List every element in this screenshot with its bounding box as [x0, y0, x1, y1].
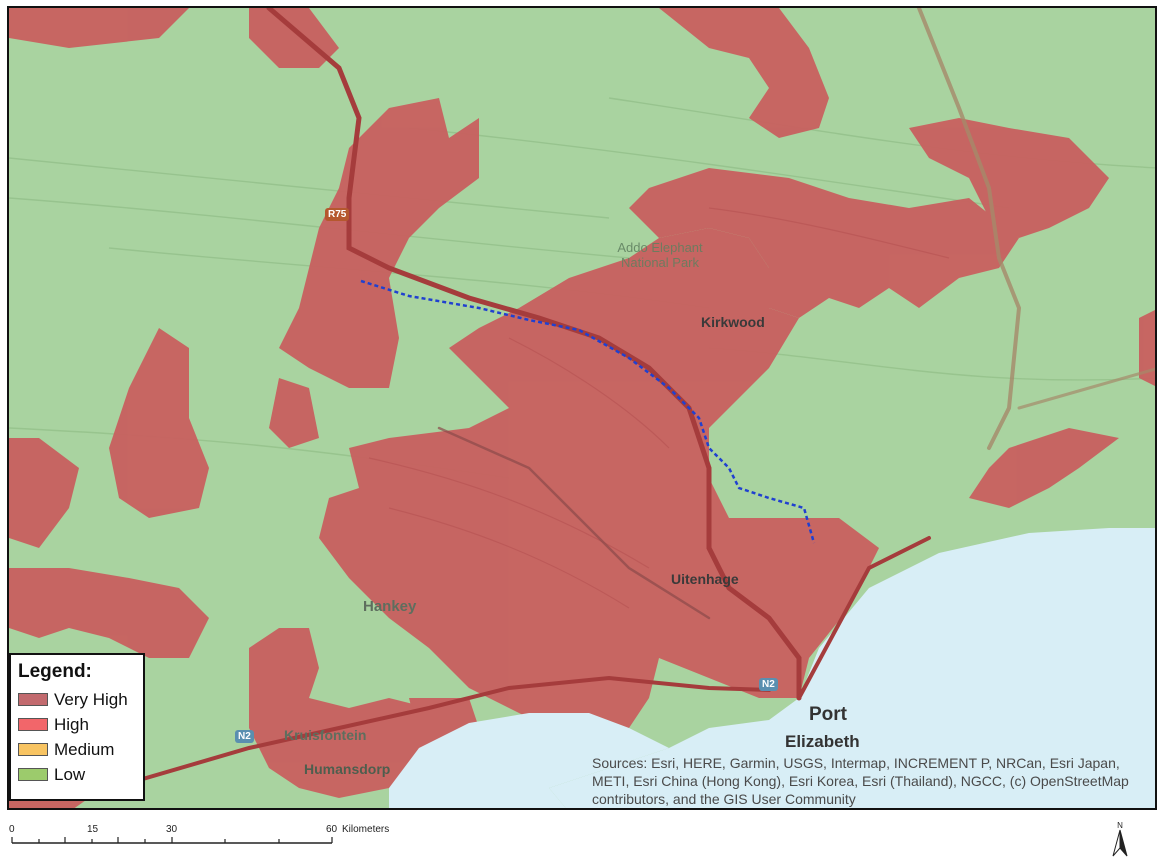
roads: [9, 8, 1155, 788]
legend-swatch: [18, 693, 48, 706]
scale-tick-0: 0: [9, 824, 15, 835]
road-shield-r75: R75: [325, 208, 350, 221]
scale-bar: [11, 837, 333, 844]
place-label-kruisfontein: Kruisfontein: [284, 727, 367, 743]
hillshade: [368, 207, 950, 609]
place-label-humansdorp: Humansdorp: [304, 761, 391, 777]
place-label-kirkwood: Kirkwood: [701, 314, 765, 330]
place-label-uitenhage: Uitenhage: [671, 571, 739, 587]
scale-tick-60: 60: [326, 824, 338, 835]
legend: Legend: Very High High Medium Low: [9, 653, 145, 801]
sea: [549, 528, 1155, 808]
map-frame[interactable]: Kirkwood Uitenhage Hankey Kruisfontein H…: [7, 6, 1157, 810]
legend-label: High: [54, 714, 89, 734]
sources-attribution: Sources: Esri, HERE, Garmin, USGS, Inter…: [592, 755, 1129, 807]
legend-swatch: [18, 743, 48, 756]
legend-title: Legend:: [18, 661, 92, 682]
route-line: [360, 279, 816, 544]
legend-item-very-high: Very High: [18, 687, 136, 712]
north-arrow-icon: N: [1112, 821, 1128, 857]
scale-tick-15: 15: [87, 824, 99, 835]
road-shield-n2-east: N2: [759, 678, 778, 691]
legend-item-low: Low: [18, 762, 136, 787]
north-label: N: [1117, 821, 1123, 830]
place-label-hankey: Hankey: [363, 598, 417, 615]
bay-west: [389, 713, 669, 808]
road-shield-n2-west: N2: [235, 730, 254, 743]
legend-swatch: [18, 768, 48, 781]
legend-item-high: High: [18, 712, 136, 737]
place-label-port: Port: [809, 704, 847, 725]
legend-label: Low: [54, 764, 86, 784]
scale-unit: Kilometers: [342, 824, 390, 835]
park-label-addo: Addo Elephant National Park: [617, 240, 703, 270]
legend-label: Medium: [54, 739, 115, 759]
very-high-risk-zones: [9, 8, 1155, 808]
legend-swatch: [18, 718, 48, 731]
scale-tick-30: 30: [166, 824, 178, 835]
legend-label: Very High: [54, 689, 128, 709]
map-canvas[interactable]: [9, 8, 1157, 810]
legend-item-medium: Medium: [18, 737, 136, 762]
place-label-elizabeth: Elizabeth: [785, 732, 860, 751]
